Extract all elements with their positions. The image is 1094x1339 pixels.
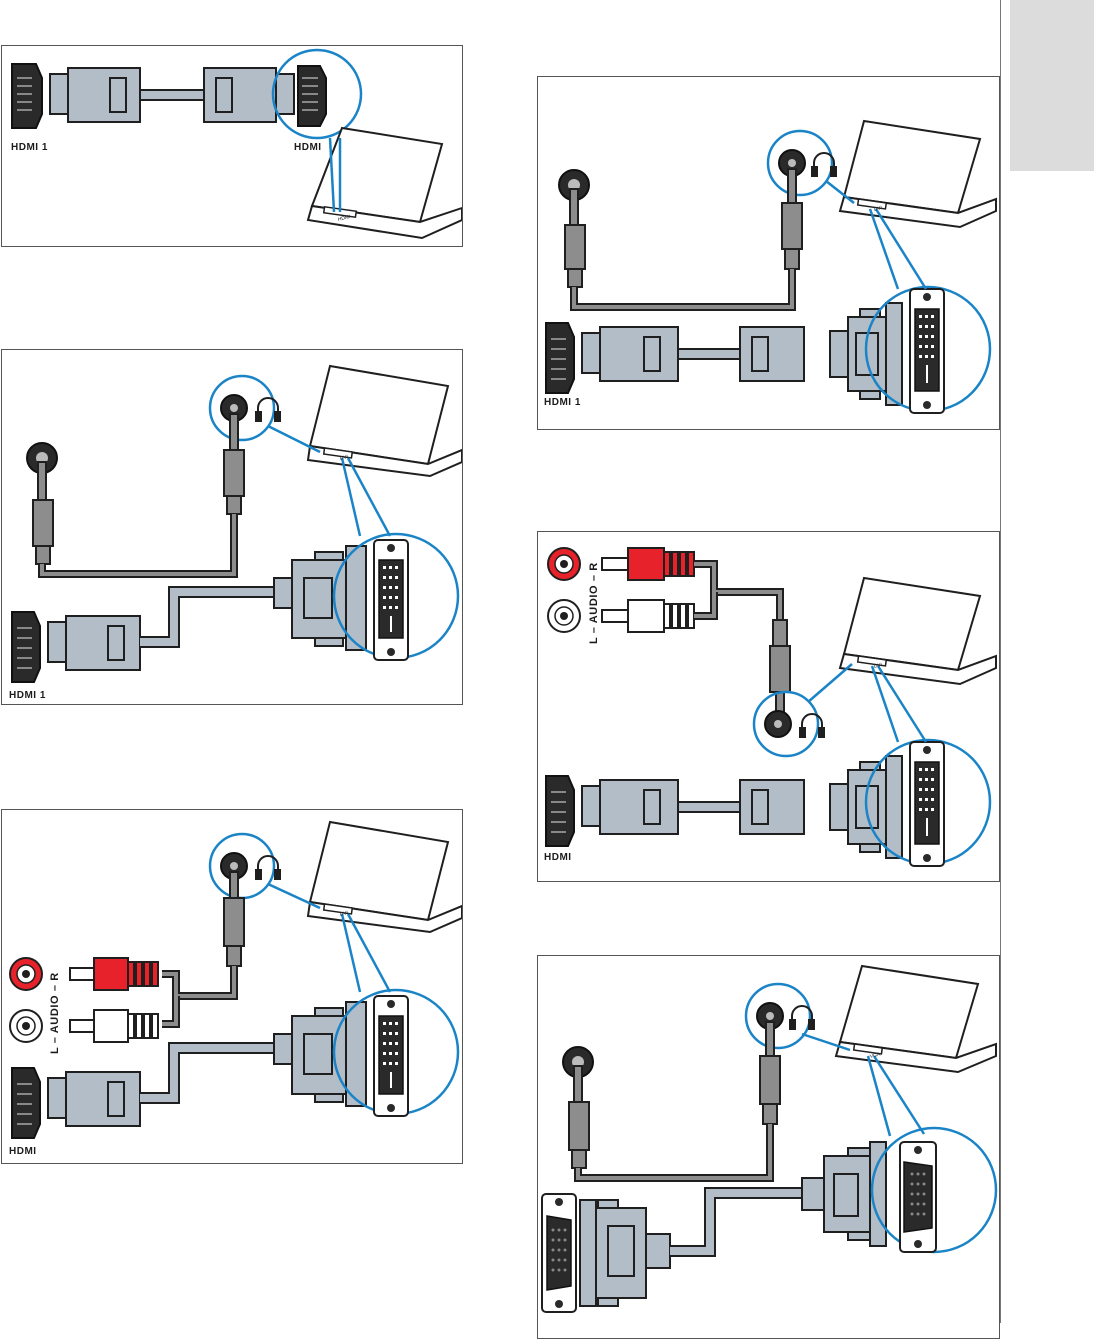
laptop-icon (834, 964, 997, 1074)
audio-cable-icon (32, 413, 245, 565)
vga-plug-icon (579, 1199, 671, 1307)
hdmi-hdmi-diagram (11, 48, 462, 240)
rca-red-port-icon (547, 547, 581, 581)
tv-port-label: HDMI (544, 852, 572, 863)
rca-white-plug-icon (69, 1009, 159, 1043)
audio-jack-icon (764, 710, 792, 738)
dvi-port-icon (373, 539, 409, 661)
dvi-rca-diagram (9, 820, 462, 1139)
column-divider (1000, 0, 1001, 1323)
laptop-icon (306, 126, 462, 240)
dvi-plug-icon (829, 302, 903, 406)
headphone-icon (789, 1005, 815, 1030)
tv-port-label: HDMI (9, 1146, 37, 1157)
tv-port-label: HDMI 1 (544, 397, 581, 408)
rca-red-port-icon (9, 957, 43, 991)
rca-white-port-icon (9, 1009, 43, 1043)
laptop-icon (838, 576, 997, 686)
audio-cable-icon (769, 619, 791, 723)
audio-port-label: L – AUDIO – R (49, 972, 61, 1054)
highlight-circle-icon (752, 690, 820, 758)
laptop-icon (306, 820, 462, 934)
highlight-circle-icon (766, 129, 834, 197)
highlight-circle-icon (271, 48, 363, 140)
rca-red-plug-icon (69, 957, 159, 991)
hdmi-cable-icon (677, 348, 741, 360)
hdmi-plug-icon (739, 326, 805, 382)
laptop-icon (306, 364, 462, 478)
panel-dvi-rca: L – AUDIO – R HDMI DVI (1, 809, 463, 1164)
dvi-audio-diagram (11, 364, 462, 683)
hdmi-plug-icon (739, 779, 805, 835)
laptop-icon (838, 119, 997, 229)
audio-port-label: L – AUDIO – R (588, 562, 600, 644)
audio-jack-icon (778, 149, 806, 177)
hdmi-plug-icon (581, 326, 679, 382)
audio-cable-icon (568, 1021, 781, 1169)
hdmi-port-icon (545, 322, 575, 394)
vga-plug-icon (801, 1141, 887, 1247)
hdmi-port-icon (297, 65, 327, 127)
panel-vga-audio: VGA (537, 955, 1000, 1339)
vga-audio-diagram (541, 964, 998, 1313)
tv-port-label: HDMI 1 (9, 690, 46, 701)
hdmi-cable-icon (677, 801, 741, 813)
rca-white-plug-icon (601, 599, 695, 633)
vga-port-icon (899, 1141, 937, 1253)
rca-white-port-icon (547, 599, 581, 633)
dvi-rca-right-diagram (545, 547, 997, 867)
language-tab (1010, 0, 1094, 171)
headphone-icon (255, 397, 281, 422)
dvi-port-icon (909, 288, 945, 414)
headphone-icon (799, 713, 825, 738)
audio-cable-icon (223, 871, 245, 967)
highlight-circle-icon (208, 374, 276, 442)
panel-dvi-rca-right: L – AUDIO – R HDMI DVI (537, 531, 1000, 882)
dvi-plug-icon (273, 545, 367, 651)
headphone-icon (811, 152, 837, 177)
hdmi-plug-icon (47, 1071, 141, 1127)
hdmi-plug-icon (49, 67, 141, 123)
panel-dvi-audio-right: HDMI 1 DVI (537, 76, 1000, 430)
hdmi-plug-icon (47, 615, 141, 671)
pc-port-label: HDMI (294, 142, 322, 153)
panel-dvi-audio: HDMI 1 DVI (1, 349, 463, 705)
hdmi-port-icon (11, 611, 41, 683)
tv-port-label: HDMI 1 (11, 142, 48, 153)
rca-red-plug-icon (601, 547, 695, 581)
audio-cable-icon (564, 168, 803, 288)
dvi-port-icon (373, 995, 409, 1117)
headphone-icon (255, 855, 281, 880)
highlight-circle-icon (744, 982, 812, 1050)
dvi-plug-icon (273, 1001, 367, 1107)
dvi-audio-right-diagram (545, 119, 997, 414)
panel-hdmi-hdmi: HDMI 1 HDMI HDMI (1, 45, 463, 247)
hdmi-plug-icon (203, 67, 295, 123)
hdmi-cable-icon (139, 89, 205, 101)
hdmi-port-icon (11, 63, 43, 129)
hdmi-port-icon (545, 775, 575, 847)
hdmi-plug-icon (581, 779, 679, 835)
dvi-port-icon (909, 741, 945, 867)
audio-jack-icon (558, 169, 590, 201)
hdmi-port-icon (11, 1067, 41, 1139)
vga-port-icon (541, 1193, 577, 1313)
